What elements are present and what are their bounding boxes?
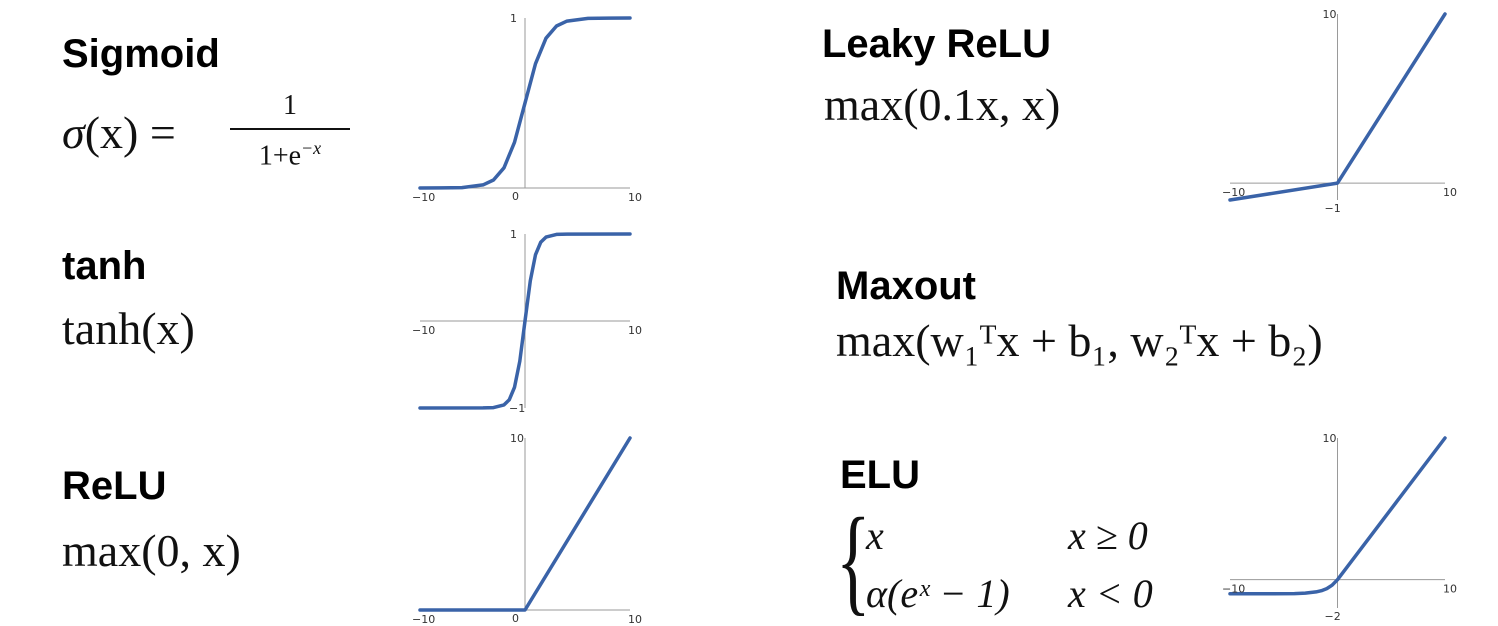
relu-tick-x-right: 10 <box>628 613 642 626</box>
tanh-formula: tanh(x) <box>62 303 195 354</box>
relu-title: ReLU <box>62 464 167 508</box>
elu-case-1-cond-text: x ≥ 0 <box>1068 513 1148 558</box>
sigmoid-formula-lhs: (x) = <box>84 107 176 158</box>
tanh-tick-y-top: 1 <box>510 228 517 241</box>
leaky-relu-plot: −10 10 10 −1 <box>1222 8 1457 215</box>
sigmoid-den-base: 1+e <box>258 140 302 172</box>
tanh-tick-x-left: −10 <box>412 324 435 337</box>
elu-curve <box>1228 436 1447 596</box>
leaky_relu-curve <box>1228 12 1447 202</box>
elu-cases-brace: { <box>836 493 871 626</box>
elu-case-2-cond: x < 0 <box>1068 574 1153 614</box>
relu-plot: −10 10 10 0 <box>412 432 642 626</box>
sigmoid-fraction: 1 1+e−x <box>230 90 350 170</box>
elu-tick-y-top: 10 <box>1323 432 1337 445</box>
sigmoid-tick-y-origin: 0 <box>512 190 519 203</box>
leaky-relu-formula: max(0.1x, x) <box>824 79 1061 130</box>
sigmoid-fraction-numerator: 1 <box>283 90 297 121</box>
sigmoid-tick-y-top: 1 <box>510 12 517 25</box>
leaky_relu-tick-x-left: −10 <box>1222 186 1245 199</box>
elu-case-1-expr: x <box>866 516 884 556</box>
elu-case-2-expr-text: α(eˣ − 1) <box>866 571 1010 616</box>
sigmoid-tick-x-left: −10 <box>412 191 435 204</box>
maxout-formula: max(w₁ᵀx + b₁, w₂ᵀx + b₂) <box>836 315 1323 366</box>
relu-tick-y-origin: 0 <box>512 612 519 625</box>
sigmoid-tick-x-right: 10 <box>628 191 642 204</box>
elu-case-1-cond: x ≥ 0 <box>1068 516 1148 556</box>
elu-tick-x-left: −10 <box>1222 583 1245 596</box>
leaky_relu-tick-x-right: 10 <box>1443 186 1457 199</box>
relu-tick-y-top: 10 <box>510 432 524 445</box>
tanh-curve <box>418 232 632 410</box>
elu-tick-y-origin: −2 <box>1325 610 1341 623</box>
tanh-plot: −10 10 1 −1 <box>412 228 642 415</box>
maxout-title: Maxout <box>836 264 976 308</box>
elu-case-2-cond-text: x < 0 <box>1068 571 1153 616</box>
leaky_relu-tick-y-top: 10 <box>1323 8 1337 21</box>
relu-curve <box>418 436 632 612</box>
elu-case-1-expr-text: x <box>866 513 884 558</box>
elu-plot: −10 10 10 −2 <box>1222 432 1457 623</box>
relu-tick-x-left: −10 <box>412 613 435 626</box>
leaky-relu-title: Leaky ReLU <box>822 22 1051 66</box>
sigmoid-den-exp: −x <box>301 138 322 158</box>
tanh-tick-x-right: 10 <box>628 324 642 337</box>
sigmoid-formula: σ(x) = <box>62 110 176 156</box>
relu-formula: max(0, x) <box>62 525 241 576</box>
sigmoid-title: Sigmoid <box>62 32 220 76</box>
sigmoid-fraction-bar <box>230 128 350 130</box>
leaky_relu-tick-y-origin: −1 <box>1325 202 1341 215</box>
sigmoid-formula-sigma: σ <box>62 107 85 158</box>
elu-title: ELU <box>840 453 920 497</box>
tanh-tick-y-bottom: −1 <box>509 402 525 415</box>
sigmoid-curve <box>418 16 632 190</box>
elu-case-2-expr: α(eˣ − 1) <box>866 574 1010 614</box>
sigmoid-fraction-denominator: 1+e−x <box>230 134 350 170</box>
elu-tick-x-right: 10 <box>1443 583 1457 596</box>
tanh-title: tanh <box>62 244 147 288</box>
